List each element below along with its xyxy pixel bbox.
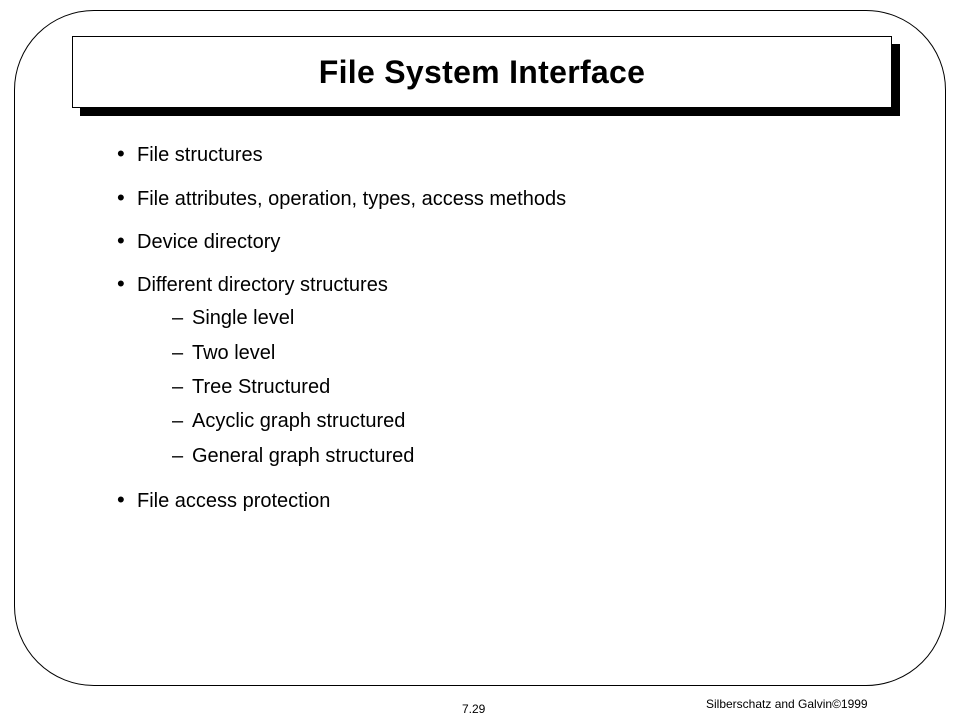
- sub-item-text: Two level: [192, 342, 276, 364]
- sub-item: – Single level: [172, 307, 294, 330]
- bullet-dot-icon: •: [117, 185, 125, 210]
- bullet-dot-icon: •: [117, 487, 125, 512]
- bullet-text: File attributes, operation, types, acces…: [137, 188, 567, 210]
- dash-icon: –: [172, 376, 184, 398]
- sub-item: – General graph structured: [172, 445, 414, 468]
- sub-item-text: General graph structured: [192, 445, 415, 467]
- sub-item: – Acyclic graph structured: [172, 410, 405, 433]
- bullet-item: • File structures: [117, 141, 263, 167]
- sub-item-text: Single level: [192, 307, 295, 329]
- bullet-item: • File attributes, operation, types, acc…: [117, 185, 566, 211]
- bullet-text: File structures: [137, 144, 263, 166]
- bullet-item: • Device directory: [117, 228, 280, 254]
- bullet-item: • Different directory structures: [117, 271, 388, 297]
- sub-item-text: Tree Structured: [192, 376, 331, 398]
- dash-icon: –: [172, 307, 184, 329]
- bullet-text: File access protection: [137, 490, 331, 512]
- sub-item-text: Acyclic graph structured: [192, 410, 406, 432]
- copyright-notice: Silberschatz and Galvin©1999: [706, 697, 868, 711]
- title-box: File System Interface: [72, 36, 892, 108]
- bullet-dot-icon: •: [117, 141, 125, 166]
- dash-icon: –: [172, 445, 184, 467]
- bullet-text: Device directory: [137, 231, 281, 253]
- bullet-dot-icon: •: [117, 228, 125, 253]
- bullet-dot-icon: •: [117, 271, 125, 296]
- page-number: 7.29: [462, 702, 486, 716]
- sub-item: – Tree Structured: [172, 376, 330, 399]
- slide-frame: [14, 10, 946, 686]
- bullet-text: Different directory structures: [137, 274, 388, 296]
- slide-title: File System Interface: [318, 53, 646, 90]
- sub-item: – Two level: [172, 342, 275, 365]
- dash-icon: –: [172, 342, 184, 364]
- dash-icon: –: [172, 410, 184, 432]
- bullet-item: • File access protection: [117, 487, 330, 513]
